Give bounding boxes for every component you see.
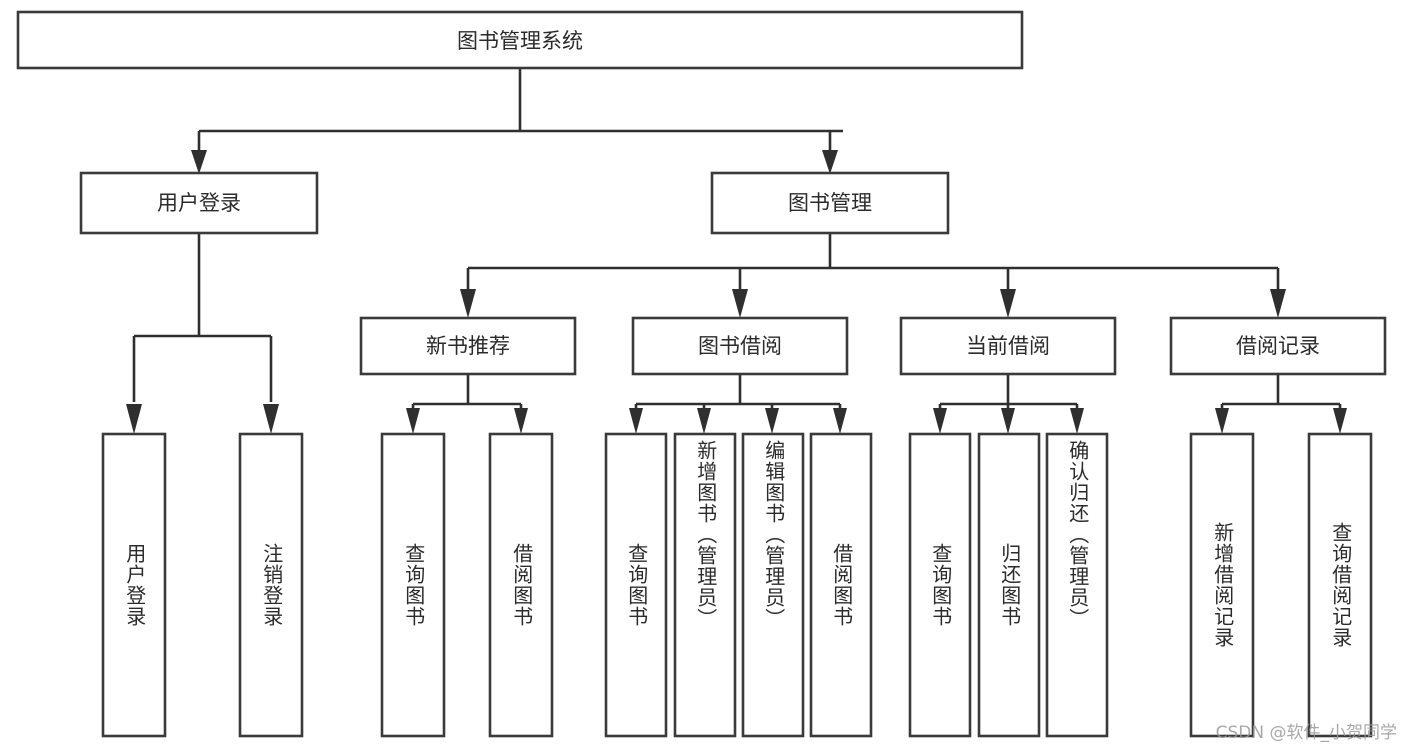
- label-layer: 图书管理系统 用户登录 图书管理 新书推荐 图书借阅 当前借阅 借阅记录: [157, 29, 1320, 358]
- connector-layer: [126, 68, 1347, 434]
- arrow-to-user-login: [191, 150, 207, 174]
- arrow-to-book-manage: [822, 150, 838, 174]
- node-current-borrow[interactable]: [899, 316, 1117, 376]
- node-user-login[interactable]: [79, 171, 319, 235]
- label-current-borrow: 当前借阅: [966, 334, 1050, 358]
- node-book-borrow[interactable]: [631, 316, 849, 376]
- leaf-box-book-borrow-3[interactable]: [741, 432, 805, 738]
- leaf-box-current-borrow-2[interactable]: [977, 432, 1041, 738]
- leaf-box-new-book-1[interactable]: [380, 432, 446, 738]
- leaf-box-book-borrow-1[interactable]: [604, 432, 668, 738]
- arrow-borrowrecord-leaf-1: [1215, 408, 1229, 434]
- leaf-box-borrow-record-1[interactable]: [1189, 432, 1255, 738]
- label-borrow-record: 借阅记录: [1236, 334, 1320, 358]
- leaf-box-book-borrow-4[interactable]: [809, 432, 873, 738]
- node-layer: [16, 10, 1387, 738]
- arrow-bookborrow-leaf-1: [629, 408, 643, 434]
- label-root: 图书管理系统: [457, 29, 583, 53]
- leaf-box-current-borrow-3[interactable]: [1045, 432, 1109, 738]
- watermark-text: CSDN @软件_小贺同学: [1215, 723, 1397, 743]
- leaf-box-book-borrow-2[interactable]: [673, 432, 737, 738]
- leaf-box-new-book-2[interactable]: [488, 432, 554, 738]
- leaf-box-current-borrow-1[interactable]: [908, 432, 972, 738]
- arrow-to-current-borrow: [1000, 289, 1016, 318]
- arrow-currentborrow-leaf-3: [1070, 408, 1084, 434]
- arrow-userlogin-leaf-1: [126, 404, 142, 434]
- arrow-currentborrow-leaf-2: [1001, 408, 1015, 434]
- label-book-borrow: 图书借阅: [698, 334, 782, 358]
- arrow-newbook-leaf-1: [406, 408, 420, 434]
- node-book-management[interactable]: [710, 171, 950, 235]
- node-root-book-management-system[interactable]: [16, 10, 1024, 70]
- arrow-bookborrow-leaf-4: [833, 408, 847, 434]
- label-user-login: 用户登录: [157, 191, 241, 215]
- arrow-borrowrecord-leaf-2: [1333, 408, 1347, 434]
- label-new-book-recommend: 新书推荐: [426, 334, 510, 358]
- leaf-box-user-login-2[interactable]: [238, 432, 304, 738]
- label-book-management: 图书管理: [788, 191, 872, 215]
- arrow-bookborrow-leaf-2: [697, 408, 711, 434]
- arrow-currentborrow-leaf-1: [933, 408, 947, 434]
- arrow-to-borrow-record: [1270, 289, 1286, 318]
- node-borrow-record[interactable]: [1169, 316, 1387, 376]
- leaf-box-borrow-record-2[interactable]: [1307, 432, 1373, 738]
- arrow-to-book-borrow: [732, 289, 748, 318]
- arrow-userlogin-leaf-2: [263, 404, 279, 434]
- arrow-to-new-book-recommend: [460, 289, 476, 318]
- leaf-box-user-login-1[interactable]: [101, 432, 167, 738]
- arrow-newbook-leaf-2: [514, 408, 528, 434]
- node-new-book-recommend[interactable]: [359, 316, 577, 376]
- arrow-bookborrow-leaf-3: [765, 408, 779, 434]
